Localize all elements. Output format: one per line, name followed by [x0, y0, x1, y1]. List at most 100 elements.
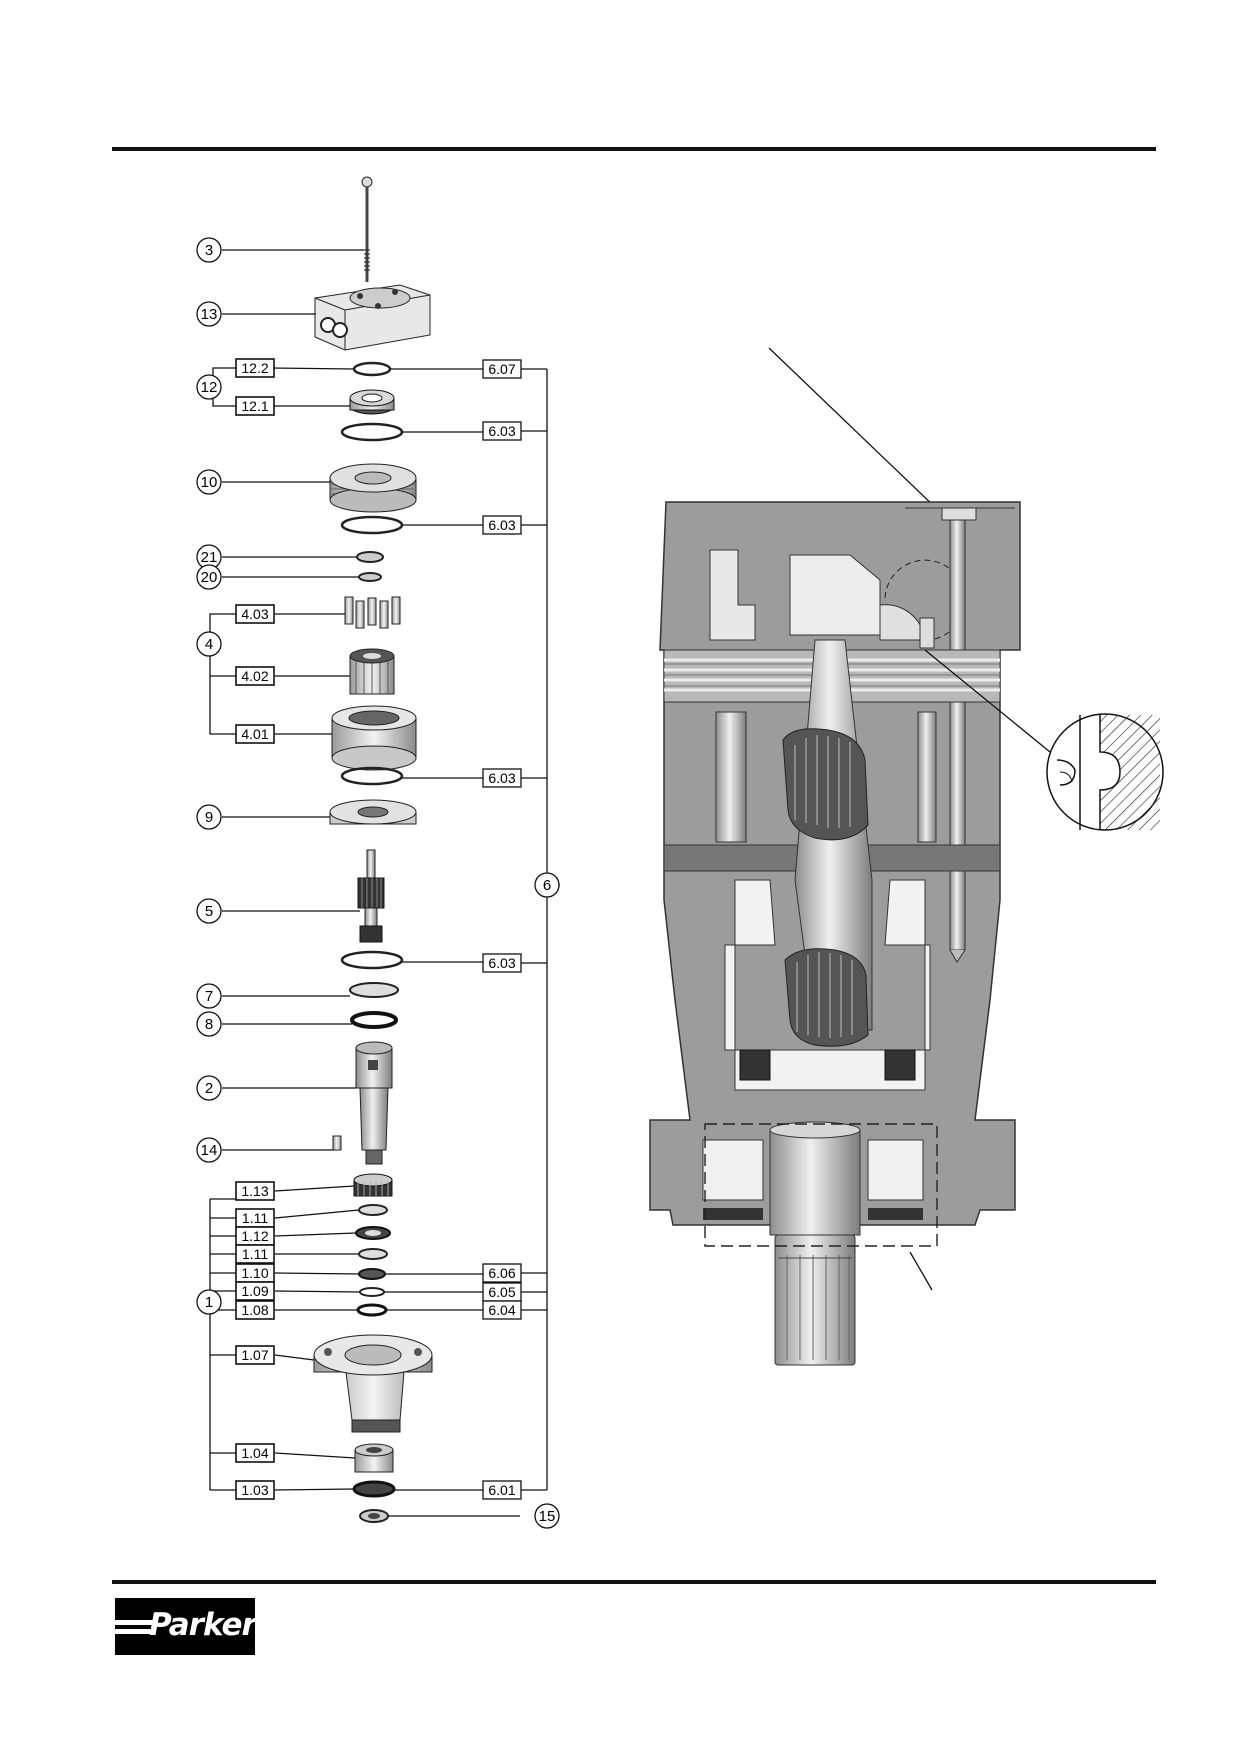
- callout-box: 6.05: [482, 1282, 522, 1302]
- callout-box: 6.04: [482, 1300, 522, 1320]
- part-output-shaft: [355, 1041, 393, 1165]
- svg-text:4: 4: [205, 636, 213, 653]
- callout-box: 6.06: [482, 1263, 522, 1283]
- svg-text:1.13: 1.13: [241, 1183, 268, 1199]
- svg-text:21: 21: [201, 549, 218, 566]
- callout-box: 6.03: [482, 515, 522, 535]
- part-shaft-seal: [358, 1268, 386, 1280]
- svg-text:6.07: 6.07: [488, 361, 515, 377]
- part-seal: [350, 1011, 398, 1029]
- svg-text:1.10: 1.10: [241, 1265, 268, 1281]
- svg-text:9: 9: [205, 809, 213, 826]
- part-thrust-washer: [358, 1248, 388, 1260]
- callout-circle: 7: [196, 983, 222, 1009]
- callout-circle: 15: [534, 1503, 560, 1529]
- callout-box: 6.07: [482, 359, 522, 379]
- callout-box: 1.08: [235, 1300, 275, 1320]
- svg-text:6.06: 6.06: [488, 1265, 515, 1281]
- callout-circle: 1: [196, 1289, 222, 1315]
- callout-box: 6.03: [482, 768, 522, 788]
- svg-text:1.03: 1.03: [241, 1482, 268, 1498]
- part-thrust-washer: [358, 1204, 388, 1216]
- svg-text:6.03: 6.03: [488, 955, 515, 971]
- callout-box: 1.11: [235, 1208, 275, 1228]
- part-valve-plate: [329, 463, 417, 513]
- svg-text:4.01: 4.01: [241, 726, 268, 742]
- part-o-ring: [356, 1303, 388, 1317]
- detail-zoom: [1046, 713, 1164, 831]
- svg-text:6.03: 6.03: [488, 423, 515, 439]
- callout-circle: 10: [196, 469, 222, 495]
- part-rotor: [349, 648, 395, 695]
- callout-box: 12.1: [235, 396, 275, 416]
- callout-circle: 5: [196, 898, 222, 924]
- exploded-parts: [313, 176, 433, 1523]
- part-backup-ring: [359, 1287, 385, 1297]
- svg-text:1.08: 1.08: [241, 1302, 268, 1318]
- callout-circle: 4: [196, 631, 222, 657]
- header-rule: [112, 147, 1156, 151]
- logo-wordmark: Parker: [149, 1607, 255, 1643]
- part-nut: [359, 1509, 389, 1523]
- svg-text:1: 1: [205, 1294, 213, 1311]
- part-wear-plate: [329, 799, 417, 825]
- part-stator: [331, 705, 417, 771]
- part-o-ring-large: [340, 766, 404, 786]
- part-needle-bearing: [353, 1173, 393, 1197]
- part-ball-bearing: [354, 1443, 394, 1473]
- part-rollers: [344, 596, 401, 629]
- part-mounting-flange: [313, 1334, 433, 1433]
- part-thrust-bearing: [355, 1226, 391, 1240]
- callout-box: 4.03: [235, 604, 275, 624]
- section-view: [649, 347, 1164, 1366]
- right-box-callouts: 6.07 6.03 6.03 6.03 6.03 6.06 6.05 6.04 …: [482, 359, 522, 1500]
- svg-text:6.03: 6.03: [488, 517, 515, 533]
- part-port-block: [314, 284, 431, 351]
- leader-lines: [198, 249, 560, 1517]
- part-bolt: [361, 176, 373, 282]
- svg-text:6: 6: [543, 877, 551, 894]
- part-thrust-washer: [349, 982, 399, 998]
- part-o-ring: [352, 361, 392, 377]
- callout-circle: 3: [196, 237, 222, 263]
- svg-text:14: 14: [201, 1142, 218, 1159]
- callout-circle: 9: [196, 804, 222, 830]
- part-o-ring-large: [340, 515, 404, 535]
- svg-text:6.04: 6.04: [488, 1302, 515, 1318]
- svg-text:15: 15: [539, 1508, 556, 1525]
- part-dust-seal: [352, 1480, 396, 1498]
- detail-box: [704, 1123, 938, 1247]
- svg-text:1.07: 1.07: [241, 1347, 268, 1363]
- callout-box: 4.01: [235, 724, 275, 744]
- part-bearing: [349, 389, 395, 415]
- svg-text:4.03: 4.03: [241, 606, 268, 622]
- callout-box: 1.12: [235, 1226, 275, 1246]
- svg-text:1.09: 1.09: [241, 1283, 268, 1299]
- svg-text:1.04: 1.04: [241, 1445, 268, 1461]
- svg-text:12: 12: [201, 379, 218, 396]
- part-key: [332, 1135, 342, 1151]
- svg-text:1.11: 1.11: [242, 1246, 268, 1262]
- callout-box: 6.03: [482, 953, 522, 973]
- callout-circle: 12: [196, 374, 222, 400]
- svg-text:1.12: 1.12: [241, 1228, 268, 1244]
- svg-text:6.01: 6.01: [488, 1482, 515, 1498]
- callout-box: 1.03: [235, 1480, 275, 1500]
- callout-box: 6.03: [482, 421, 522, 441]
- callout-box: 1.07: [235, 1345, 275, 1365]
- callout-circle: 13: [196, 301, 222, 327]
- part-washer: [356, 551, 384, 563]
- svg-text:12.2: 12.2: [241, 360, 268, 376]
- callout-circle: 2: [196, 1075, 222, 1101]
- svg-text:10: 10: [201, 474, 218, 491]
- footer-rule: [112, 1580, 1156, 1584]
- callout-box: 1.04: [235, 1443, 275, 1463]
- callout-box: 12.2: [235, 358, 275, 378]
- svg-text:1.11: 1.11: [242, 1210, 268, 1226]
- svg-text:3: 3: [205, 242, 213, 259]
- callout-box: 1.10: [235, 1263, 275, 1283]
- circle-callouts: 3 13 12 10 21 20 4 9 5 7 8 2 14 1 6 15: [196, 237, 560, 1529]
- svg-text:12.1: 12.1: [241, 398, 268, 414]
- svg-text:13: 13: [201, 306, 218, 323]
